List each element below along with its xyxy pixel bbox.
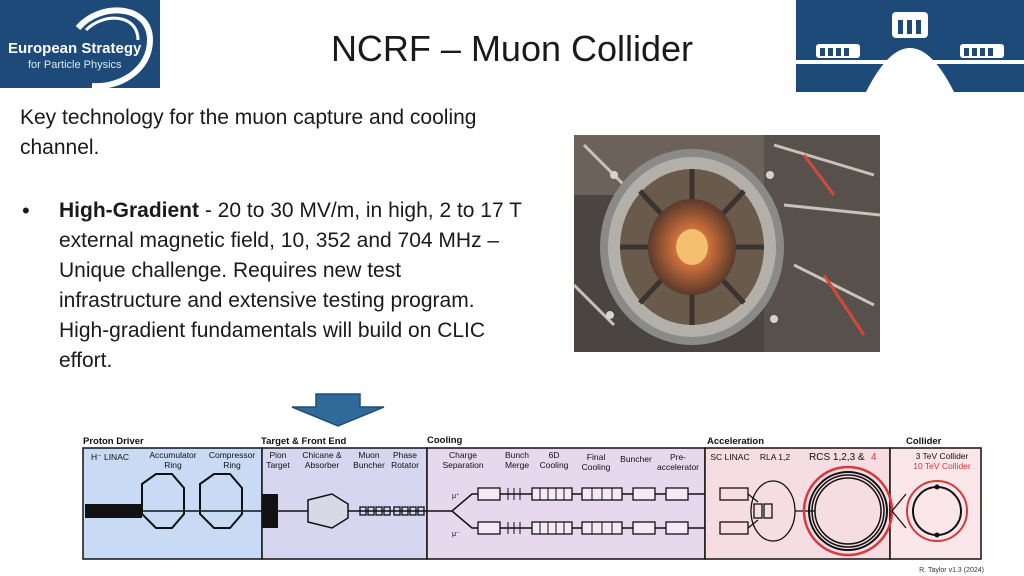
logo-line-2: for Particle Physics bbox=[28, 59, 122, 71]
label-bunch-1: Bunch bbox=[505, 450, 529, 460]
6d-cooling-lower bbox=[531, 521, 573, 535]
cooling-block-lower-1 bbox=[477, 521, 501, 535]
label-pre-1: Pre- bbox=[670, 452, 686, 462]
muon-collider-layout-diagram: Proton Driver Target & Front End Cooling… bbox=[82, 435, 984, 574]
label-charge-2: Separation bbox=[442, 460, 483, 470]
label-accumulator-2: Ring bbox=[164, 460, 182, 470]
label-mu-plus: μ⁺ bbox=[452, 492, 460, 500]
label-muon-2: Buncher bbox=[353, 460, 385, 470]
pre-accelerator-upper bbox=[665, 487, 689, 501]
label-accumulator-1: Accumulator bbox=[149, 450, 196, 460]
label-phase-2: Rotator bbox=[391, 460, 419, 470]
section-target-front-end: Target & Front End bbox=[261, 436, 347, 447]
label-final-2: Cooling bbox=[582, 462, 611, 472]
label-chicane-1: Chicane & bbox=[302, 450, 342, 460]
label-final-1: Final bbox=[587, 452, 606, 462]
section-collider: Collider bbox=[906, 436, 942, 447]
label-charge-1: Charge bbox=[449, 450, 477, 460]
label-compressor-2: Ring bbox=[223, 460, 241, 470]
pion-target-block bbox=[262, 494, 278, 528]
label-muon-1: Muon bbox=[358, 450, 380, 460]
rcs-ring-3 bbox=[808, 471, 888, 551]
rialto-bridge-logo bbox=[796, 0, 1024, 92]
label-compressor-1: Compressor bbox=[209, 450, 255, 460]
label-rcs: RCS 1,2,3 & bbox=[809, 452, 865, 463]
label-chicane-2: Absorber bbox=[305, 460, 340, 470]
label-sc-linac: SC LINAC bbox=[710, 452, 749, 462]
down-arrow-icon bbox=[291, 393, 385, 427]
collider-ring-10tev bbox=[906, 480, 968, 542]
bullet-text: High-Gradient - 20 to 30 MV/m, in high, … bbox=[59, 196, 529, 376]
6d-cooling-upper bbox=[531, 487, 573, 501]
pre-accelerator-lower bbox=[665, 521, 689, 535]
label-bunch-2: Merge bbox=[505, 460, 529, 470]
label-rcs-4: 4 bbox=[871, 452, 877, 463]
label-pion-2: Target bbox=[266, 460, 290, 470]
label-pion-1: Pion bbox=[269, 450, 286, 460]
bullet-bold-term: High-Gradient bbox=[59, 199, 199, 222]
compressor-ring bbox=[199, 473, 243, 529]
bullet-marker: • bbox=[22, 198, 30, 223]
cooling-block-upper-1 bbox=[477, 487, 501, 501]
european-strategy-logo: European Strategy for Particle Physics bbox=[0, 0, 160, 88]
logo-line-1: European Strategy bbox=[8, 40, 142, 57]
logo-swirl-icon bbox=[75, 7, 154, 88]
accumulator-ring bbox=[141, 473, 185, 529]
intro-text: Key technology for the muon capture and … bbox=[20, 106, 477, 159]
label-6d-1: 6D bbox=[549, 450, 560, 460]
label-10tev: 10 TeV Collider bbox=[913, 461, 971, 471]
panel-cooling bbox=[426, 447, 706, 560]
h-linac-block bbox=[85, 504, 142, 518]
section-cooling: Cooling bbox=[427, 435, 463, 446]
label-pre-2: accelerator bbox=[657, 462, 699, 472]
label-3tev: 3 TeV Collider bbox=[916, 451, 969, 461]
chicane-absorber bbox=[307, 493, 349, 529]
bullet-body: - 20 to 30 MV/m, in high, 2 to 17 T exte… bbox=[59, 199, 522, 372]
phase-rotator bbox=[393, 506, 425, 516]
section-proton-driver: Proton Driver bbox=[83, 436, 144, 447]
muon-buncher bbox=[359, 506, 391, 516]
label-mu-minus: μ⁻ bbox=[452, 531, 460, 538]
slide-title: NCRF – Muon Collider bbox=[330, 28, 694, 69]
rcs-ring-1 bbox=[814, 477, 882, 545]
label-phase-1: Phase bbox=[393, 450, 417, 460]
section-acceleration: Acceleration bbox=[707, 436, 764, 447]
buncher-lower bbox=[632, 521, 656, 535]
label-h-linac: H⁻ LINAC bbox=[91, 452, 129, 462]
diagram-credit: R. Taylor v1.3 (2024) bbox=[919, 567, 984, 574]
label-6d-2: Cooling bbox=[540, 460, 569, 470]
panel-acceleration bbox=[704, 447, 891, 560]
panel-proton-driver bbox=[82, 447, 263, 560]
label-rla: RLA 1,2 bbox=[760, 452, 791, 462]
rcs-ring-2 bbox=[811, 474, 885, 548]
buncher-upper bbox=[632, 487, 656, 501]
rf-cavity-photo bbox=[574, 135, 880, 352]
label-buncher: Buncher bbox=[620, 454, 652, 464]
